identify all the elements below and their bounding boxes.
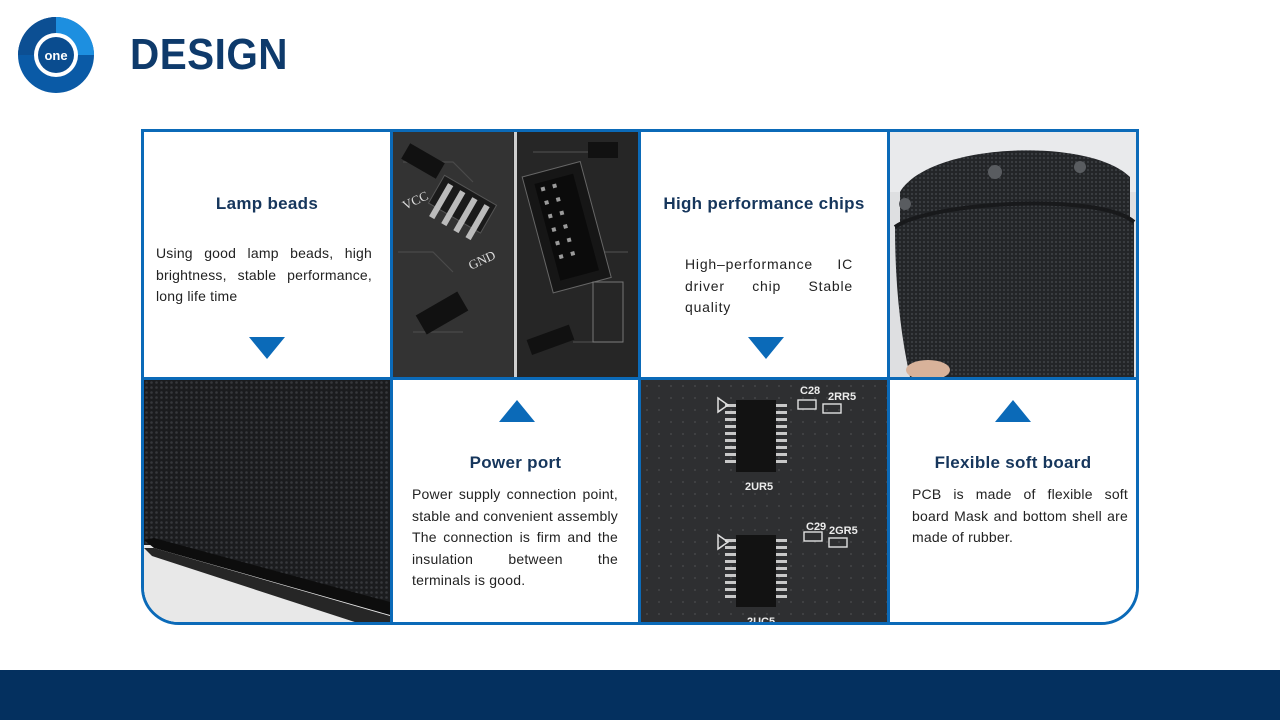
triangle-down-icon: [748, 337, 784, 359]
feature-title-power-port: Power port: [469, 453, 562, 472]
chip-label-2ur5: 2UR5: [745, 481, 773, 493]
grid-divider: [144, 377, 1136, 380]
triangle-up-icon: [499, 400, 535, 422]
triangle-up-icon: [995, 400, 1031, 422]
feature-card-lamp-beads: Lamp beads Using good lamp beads, high b…: [144, 132, 390, 377]
footer-bar: [0, 670, 1280, 720]
page-title: DESIGN: [130, 30, 288, 79]
feature-text-soft-board: PCB is made of flexible soft board Mask …: [912, 486, 1128, 545]
chip-label-2uc5: 2UC5: [747, 616, 775, 625]
chip-label-2gr5: 2GR5: [829, 525, 858, 537]
feature-text-chips: High–performance IC driver chip Stable q…: [685, 256, 853, 315]
chip-label-2rr5: 2RR5: [828, 391, 856, 403]
feature-card-soft-board: Flexible soft board PCB is made of flexi…: [890, 380, 1136, 622]
feature-title-chips: High performance chips: [663, 194, 865, 213]
feature-grid: Lamp beads Using good lamp beads, high b…: [141, 129, 1139, 625]
feature-title-soft-board: Flexible soft board: [934, 453, 1092, 472]
connector-photo: VCC GND: [393, 132, 638, 377]
flexible-module-photo: [890, 132, 1136, 377]
feature-text-lamp-beads: Using good lamp beads, high brightness, …: [156, 245, 372, 304]
triangle-down-icon: [249, 337, 285, 359]
chip-label-c28: C28: [800, 385, 820, 397]
chip-label-c29: C29: [806, 521, 826, 533]
led-module-photo: [144, 380, 390, 622]
logo-text: one: [44, 48, 67, 63]
feature-card-chips: High performance chips High–performance …: [641, 132, 887, 377]
company-logo: one: [18, 17, 94, 93]
feature-title-lamp-beads: Lamp beads: [215, 194, 319, 213]
driver-chip-photo: C28 2RR5 2UR5 C29 2GR5 2UC5: [641, 380, 887, 625]
feature-card-power-port: Power port Power supply connection point…: [393, 380, 638, 622]
feature-text-power-port: Power supply connection point, stable an…: [412, 486, 618, 588]
